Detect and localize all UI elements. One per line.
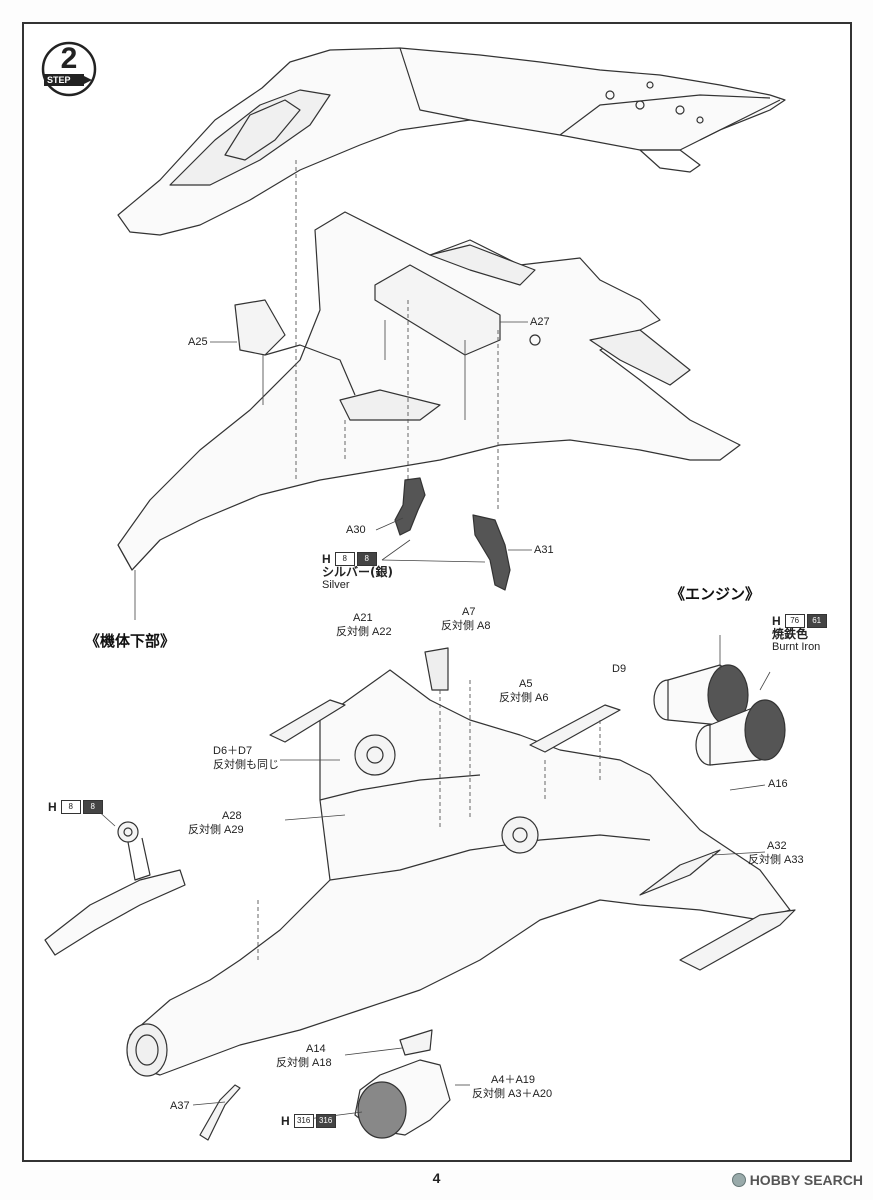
part-label-d9: D9 — [612, 663, 627, 675]
part-label-d6d7: D6＋D7 — [213, 745, 253, 757]
part-label-a37: A37 — [170, 1100, 190, 1112]
paint-code: 8 — [82, 800, 103, 814]
paint-exhaust: H 316 316 — [281, 1114, 336, 1128]
lower-fuselage-drawing — [117, 211, 741, 571]
part-label-a3a20: 反対側 A3＋A20 — [472, 1088, 553, 1100]
part-label-a29: 反対側 A29 — [188, 824, 244, 836]
part-label-a21: A21 — [353, 612, 373, 624]
paint-prefix: H — [281, 1113, 290, 1128]
part-label-a4a19: A4＋A19 — [491, 1074, 536, 1086]
engine-callout: 《エンジン》 — [670, 585, 761, 603]
paint-code: 76 — [784, 614, 805, 628]
part-label-a31: A31 — [534, 544, 554, 556]
engine-drawing — [653, 664, 786, 766]
part-label-a6: 反対側 A6 — [499, 692, 549, 704]
part-label-a22: 反対側 A22 — [336, 626, 392, 638]
lower-fuselage-callout: 《機体下部》 — [85, 632, 176, 650]
paint-name-jp: シルバー(銀) — [322, 565, 393, 579]
airplane-icon — [84, 76, 92, 84]
step-number: 2 — [60, 42, 78, 75]
part-label-a28: A28 — [222, 810, 242, 822]
paint-name-jp: 焼鉄色 — [772, 627, 809, 641]
paint-burnt-iron: H 76 61 焼鉄色 Burnt Iron — [772, 614, 827, 654]
paint-code: 8 — [334, 552, 355, 566]
nose-gear-drawing — [44, 821, 186, 956]
part-label-a5: A5 — [519, 678, 533, 690]
part-label-a16: A16 — [768, 778, 788, 790]
paint-code: 8 — [60, 800, 81, 814]
part-label-a30: A30 — [346, 524, 366, 536]
step-label: STEP — [47, 75, 71, 85]
paint-code: 61 — [806, 614, 827, 628]
watermark-text: HOBBY SEARCH — [749, 1172, 863, 1188]
part-label-a33: 反対側 A33 — [748, 854, 804, 866]
paint-code: 316 — [315, 1114, 336, 1128]
paint-silver: H 8 8 シルバー(銀) Silver — [322, 552, 393, 592]
paint-name-en: Silver — [322, 579, 350, 591]
part-label-a14: A14 — [306, 1043, 326, 1055]
step-badge: 2 STEP — [40, 40, 98, 98]
part-label-a8: 反対側 A8 — [441, 620, 491, 632]
paint-prefix: H — [772, 613, 781, 628]
watermark-logo-icon — [731, 1173, 746, 1187]
paint-gear-silver: H 8 8 — [48, 800, 103, 814]
watermark: HOBBY SEARCH — [731, 1172, 863, 1188]
assembled-underside-drawing — [126, 647, 796, 1077]
upper-fuselage-drawing — [117, 47, 786, 236]
paint-name-en: Burnt Iron — [772, 641, 821, 653]
part-label-a7: A7 — [462, 606, 476, 618]
paint-prefix: H — [48, 799, 57, 814]
part-label-a18: 反対側 A18 — [276, 1057, 332, 1069]
part-label-a27: A27 — [530, 316, 550, 328]
part-label-d6d7-note: 反対側も同じ — [213, 759, 279, 771]
part-label-a32: A32 — [767, 840, 787, 852]
page-number: 4 — [432, 1170, 441, 1186]
paint-code: 8 — [356, 552, 377, 566]
paint-prefix: H — [322, 551, 331, 566]
paint-code: 316 — [293, 1114, 314, 1128]
part-label-a25: A25 — [188, 336, 208, 348]
